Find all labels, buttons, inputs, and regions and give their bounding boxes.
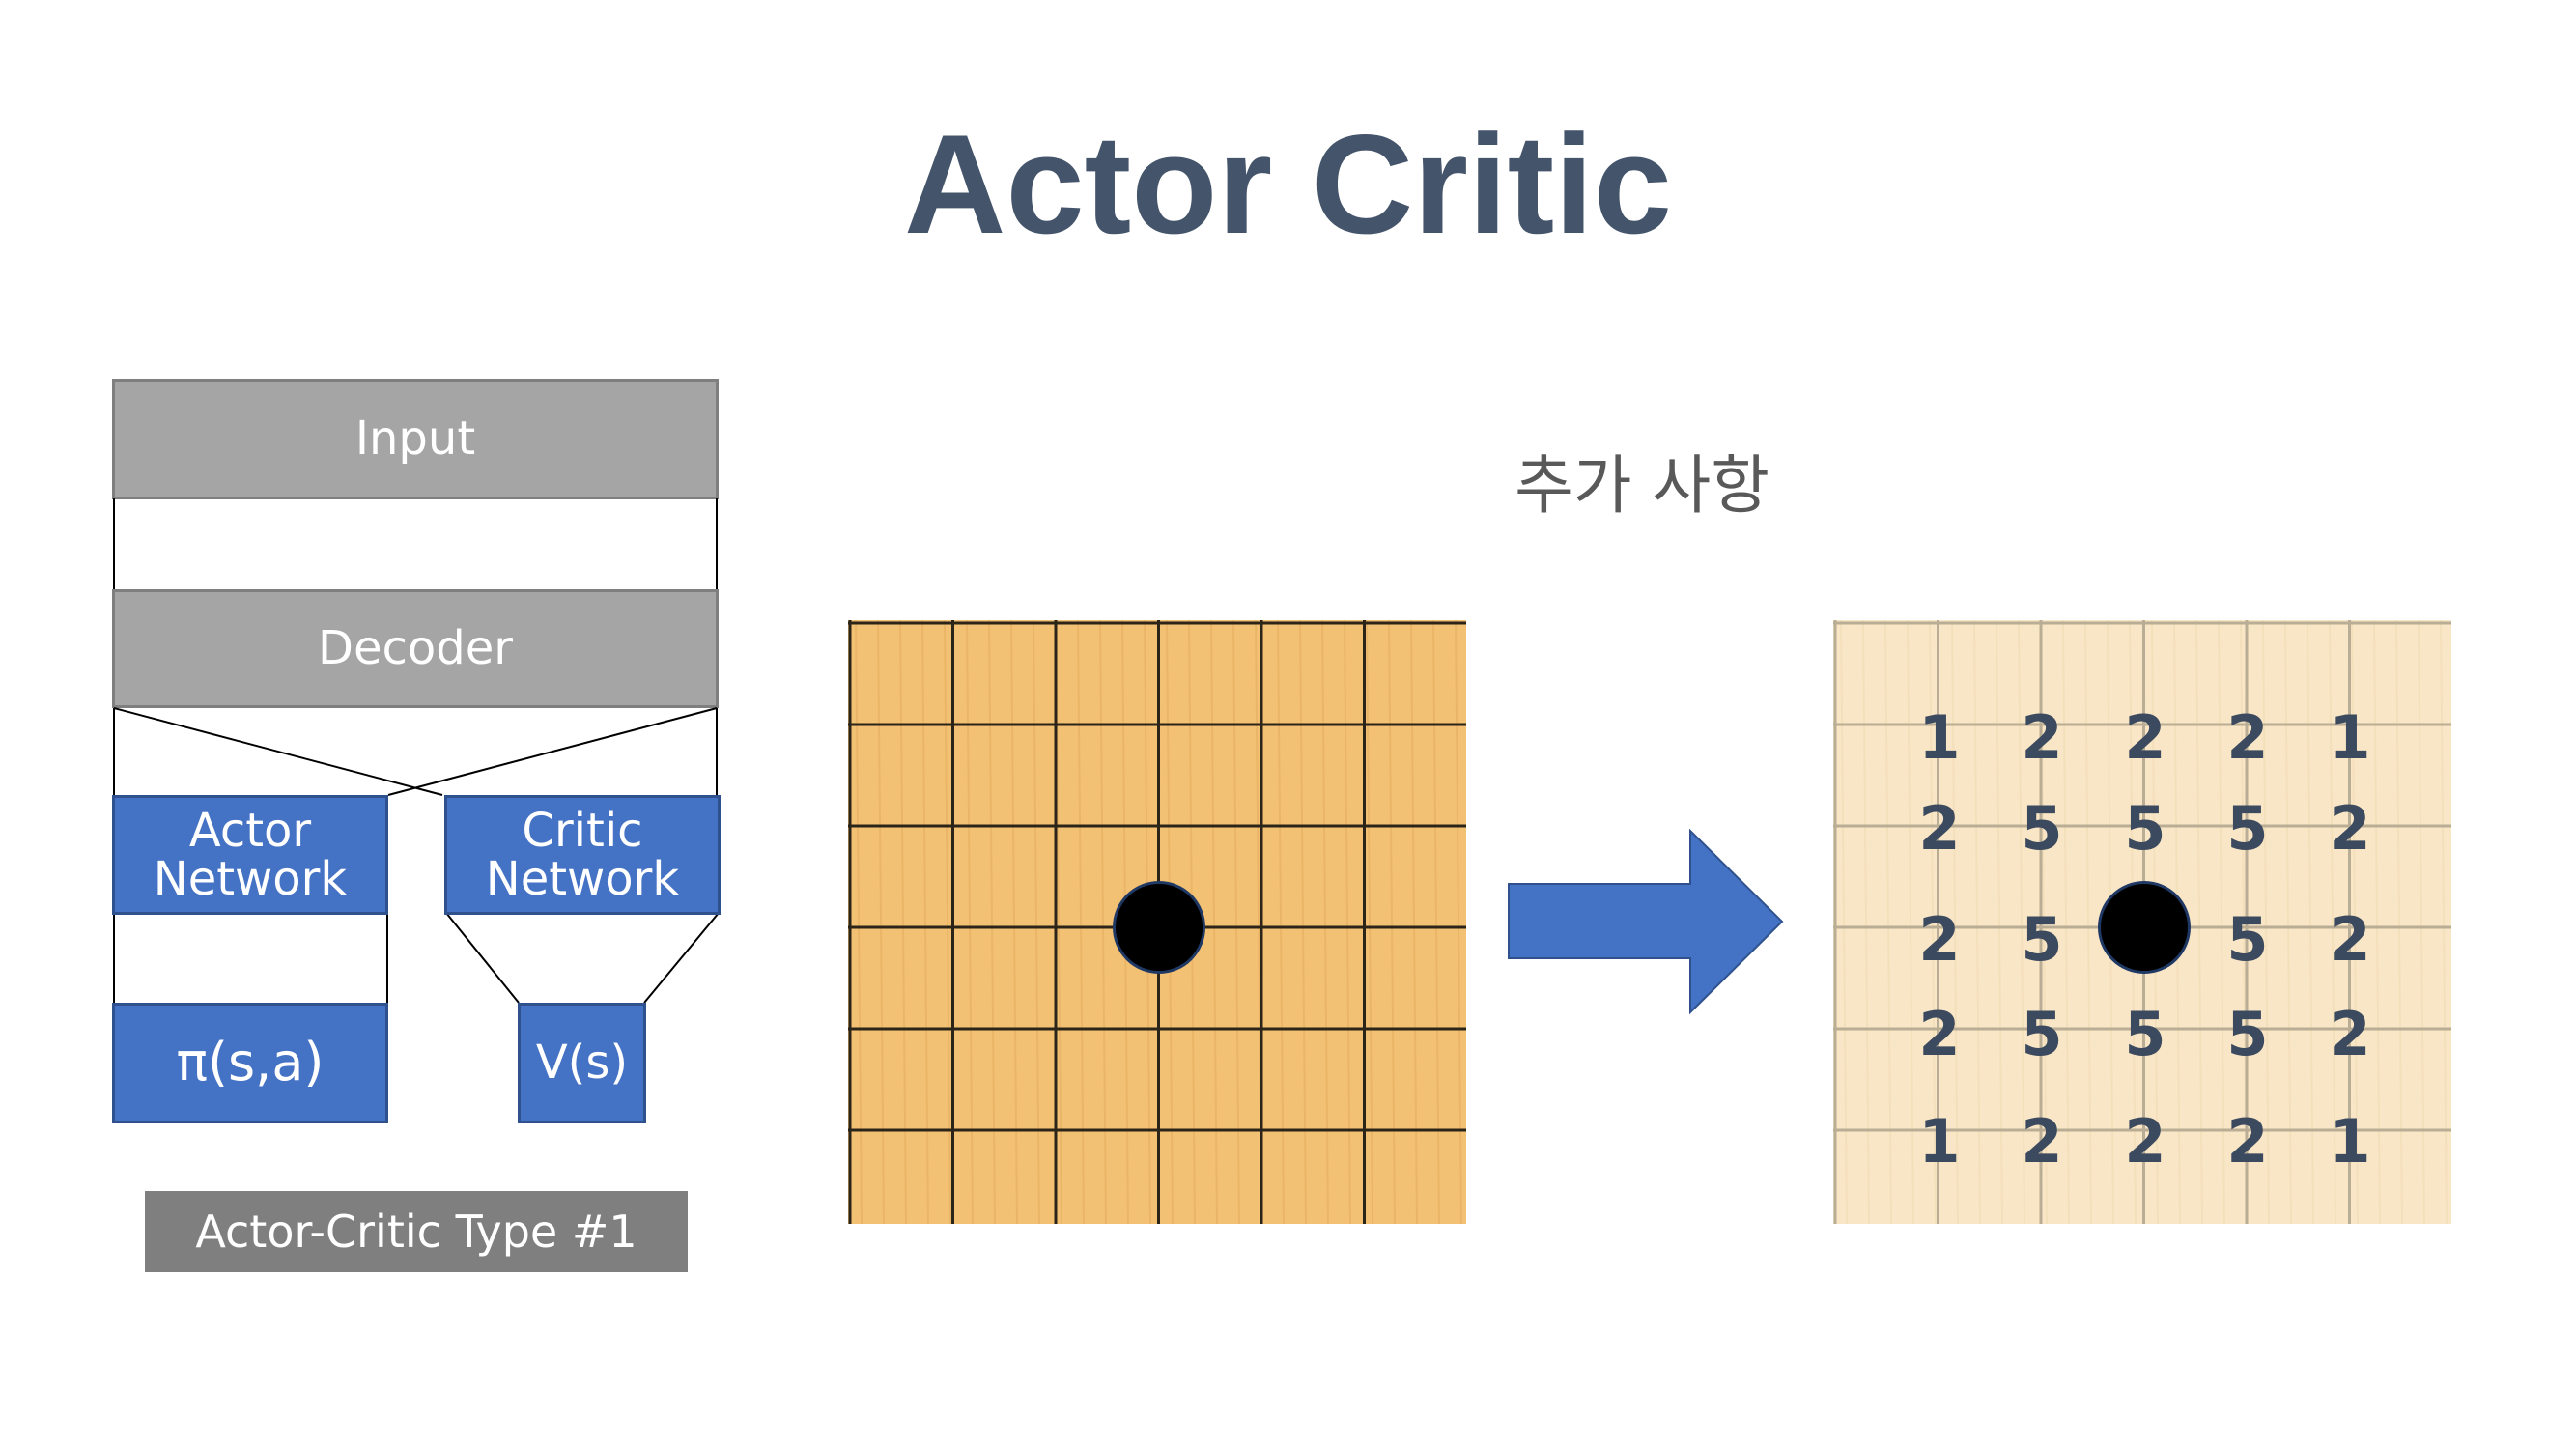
board-weighted-grid bbox=[1833, 620, 2451, 1224]
wood-grain bbox=[1907, 620, 1914, 1224]
critic-funnel-right bbox=[643, 912, 720, 1004]
wood-grain bbox=[1210, 620, 1218, 1224]
weight-value: 5 bbox=[2021, 793, 2063, 864]
wood-grain bbox=[1077, 620, 1085, 1224]
wood-grain bbox=[921, 620, 929, 1224]
wood-grain bbox=[2329, 620, 2336, 1224]
wood-grain bbox=[1862, 620, 1870, 1224]
wood-grain bbox=[1884, 620, 1892, 1224]
wood-grain bbox=[855, 620, 863, 1224]
critic-funnel-left bbox=[445, 912, 520, 1004]
slide-title: Actor Critic bbox=[903, 105, 1672, 263]
wood-grain bbox=[2418, 620, 2425, 1224]
weight-value: 2 bbox=[1918, 904, 1961, 975]
black-stone bbox=[2097, 881, 2191, 974]
slide-subtitle: 추가 사항 bbox=[1514, 448, 1769, 523]
wood-grain bbox=[1344, 620, 1351, 1224]
wood-grain bbox=[1929, 620, 1937, 1224]
weight-value: 5 bbox=[2226, 999, 2269, 1069]
wood-grain bbox=[2395, 620, 2403, 1224]
wood-grain bbox=[2062, 620, 2070, 1224]
weight-value: 5 bbox=[2124, 999, 2166, 1069]
wood-grain bbox=[1099, 620, 1107, 1224]
weight-value: 2 bbox=[2226, 702, 2269, 773]
wood-grain bbox=[1010, 620, 1018, 1224]
split-line-right bbox=[387, 707, 718, 796]
decoder-box: Decoder bbox=[112, 589, 719, 708]
wood-grain bbox=[1321, 620, 1329, 1224]
weight-value: 5 bbox=[2226, 904, 2269, 975]
critic-network-box: Critic Network bbox=[444, 795, 721, 915]
wood-grain bbox=[1996, 620, 2003, 1224]
wood-grain bbox=[2195, 620, 2203, 1224]
wood-grain bbox=[2307, 620, 2314, 1224]
weight-value: 1 bbox=[1918, 702, 1961, 773]
black-stone bbox=[1112, 881, 1205, 974]
wood-grain bbox=[1455, 620, 1462, 1224]
weight-value: 5 bbox=[2021, 999, 2063, 1069]
weight-value: 2 bbox=[2329, 904, 2371, 975]
wood-grain bbox=[2262, 620, 2270, 1224]
actor-network-box: Actor Network bbox=[112, 795, 388, 915]
wood-grain bbox=[1388, 620, 1396, 1224]
weight-value: 2 bbox=[1918, 999, 1961, 1069]
value-output-box: V(s) bbox=[518, 1003, 646, 1123]
wood-grain bbox=[1951, 620, 1959, 1224]
wood-grain bbox=[1232, 620, 1240, 1224]
weight-value: 2 bbox=[2021, 702, 2063, 773]
wood-grain bbox=[1973, 620, 1981, 1224]
wood-grain bbox=[1033, 620, 1040, 1224]
wood-grain bbox=[2373, 620, 2381, 1224]
weight-value: 2 bbox=[2124, 702, 2166, 773]
input-box: Input bbox=[112, 379, 719, 499]
weight-value: 2 bbox=[2329, 999, 2371, 1069]
weight-value: 5 bbox=[2226, 793, 2269, 864]
wood-grain bbox=[2084, 620, 2092, 1224]
wood-grain bbox=[899, 620, 907, 1224]
wood-grain bbox=[1277, 620, 1285, 1224]
weight-value: 1 bbox=[2329, 1106, 2371, 1177]
wood-grain bbox=[1432, 620, 1440, 1224]
weight-value: 2 bbox=[2329, 793, 2371, 864]
split-line-left bbox=[113, 707, 443, 796]
wood-grain bbox=[1299, 620, 1307, 1224]
wood-grain bbox=[966, 620, 974, 1224]
weight-value: 1 bbox=[2329, 702, 2371, 773]
wood-grain bbox=[2440, 620, 2448, 1224]
wood-grain bbox=[1366, 620, 1373, 1224]
weight-value: 2 bbox=[2021, 1106, 2063, 1177]
wood-grain bbox=[2218, 620, 2225, 1224]
wood-grain bbox=[2351, 620, 2359, 1224]
wood-grain bbox=[877, 620, 885, 1224]
wood-grain bbox=[1840, 620, 1848, 1224]
wood-grain bbox=[988, 620, 996, 1224]
policy-output-box: π(s,a) bbox=[112, 1003, 388, 1123]
input-decoder-connector bbox=[113, 498, 718, 589]
board-plain-grid bbox=[848, 620, 1466, 1224]
weight-value: 2 bbox=[2124, 1106, 2166, 1177]
wood-grain bbox=[2284, 620, 2292, 1224]
weight-value: 5 bbox=[2124, 793, 2166, 864]
weight-value: 5 bbox=[2021, 904, 2063, 975]
weight-value: 1 bbox=[1918, 1106, 1961, 1177]
wood-grain bbox=[2018, 620, 2025, 1224]
wood-grain bbox=[1410, 620, 1418, 1224]
diagram-caption: Actor-Critic Type #1 bbox=[145, 1191, 688, 1272]
weight-value: 2 bbox=[1918, 793, 1961, 864]
weight-value: 2 bbox=[2226, 1106, 2269, 1177]
wood-grain bbox=[944, 620, 951, 1224]
